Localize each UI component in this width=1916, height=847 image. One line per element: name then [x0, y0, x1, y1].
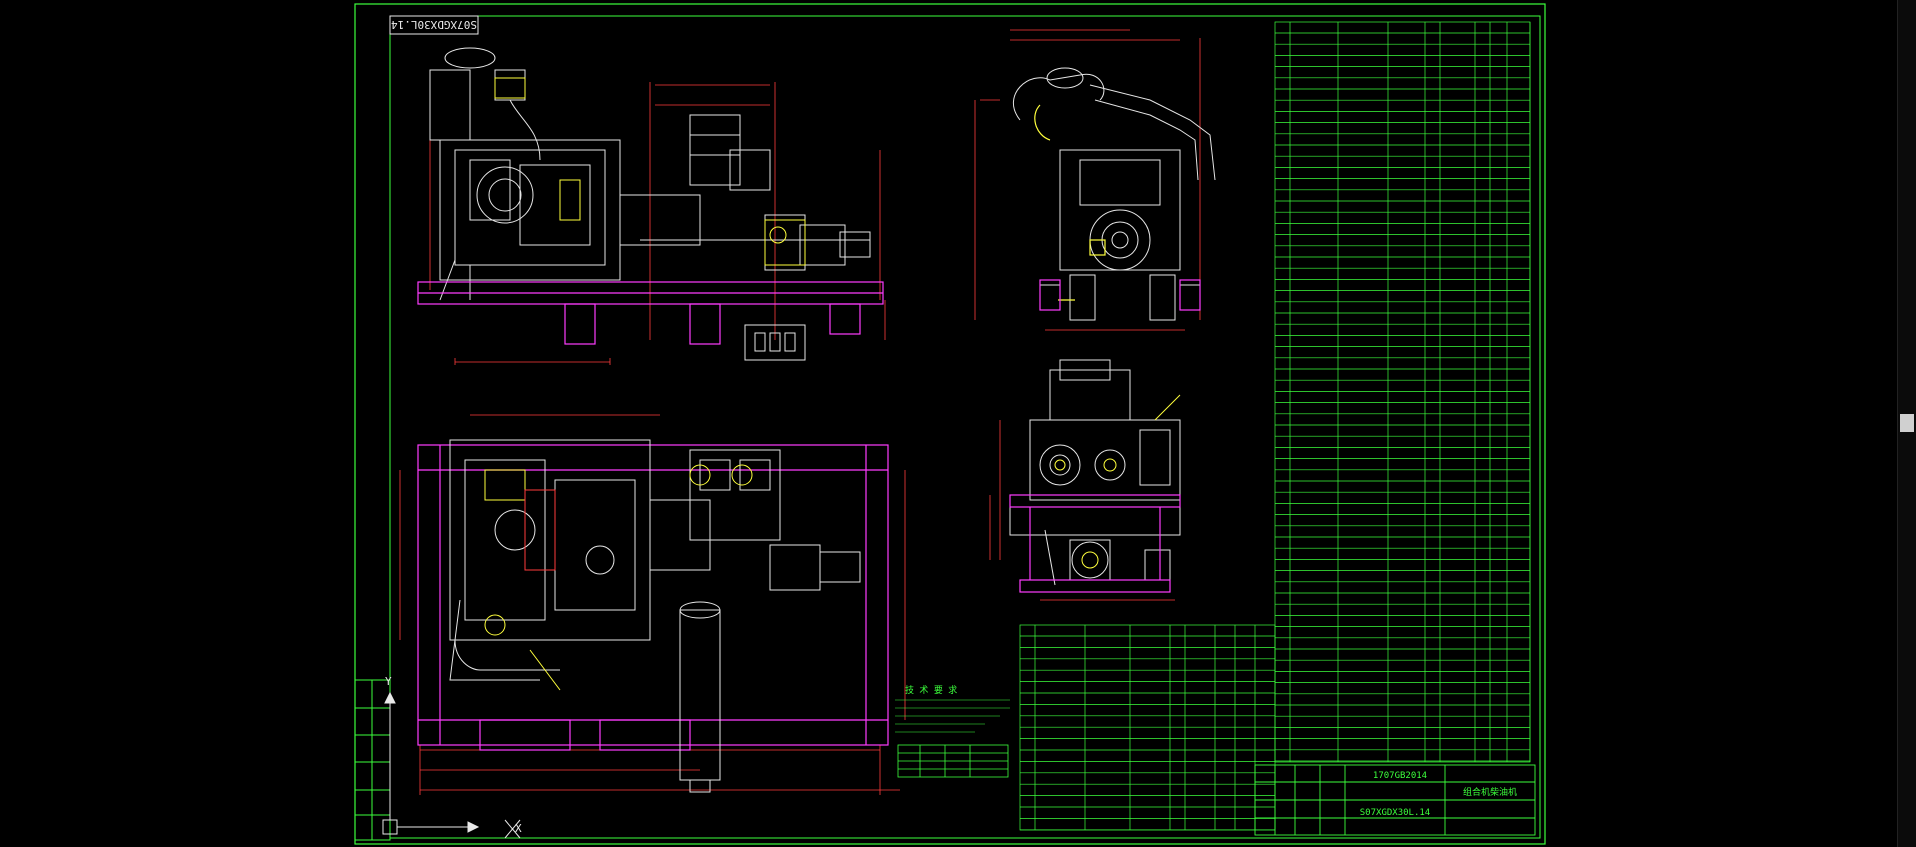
- ucs-x-label: X: [515, 822, 522, 835]
- top-left-number-box: S07XGDX30L.14: [389, 15, 479, 35]
- left-revision-table: [354, 679, 391, 841]
- title-block-drawing-code: 1707GB2014: [1373, 771, 1427, 781]
- title-block-name: 组合机柴油机: [1463, 786, 1517, 798]
- title-block-drawing-number: S07XGDX30L.14: [1360, 808, 1430, 818]
- side-view-engine: [974, 29, 1216, 331]
- bom-table-right: [1274, 21, 1531, 763]
- sheet-border-outer: [354, 3, 1546, 845]
- scrollbar-thumb[interactable]: [1900, 414, 1914, 432]
- sheet-border-inner: [389, 15, 1541, 839]
- vertical-scrollbar[interactable]: [1897, 0, 1916, 847]
- front-view-engine: [417, 47, 886, 365]
- top-left-drawing-number: S07XGDX30L.14: [391, 18, 477, 31]
- end-view-gearbox: [989, 359, 1181, 601]
- tech-notes: 技 术 要 求: [895, 684, 1010, 778]
- bom-table-middle: [1019, 624, 1276, 831]
- tech-notes-title: 技 术 要 求: [905, 684, 957, 696]
- title-block: 1707GB2014 组合机柴油机 S07XGDX30L.14: [1254, 764, 1536, 836]
- ucs-y-label: Y: [385, 675, 392, 688]
- ucs-icon: X Y: [382, 675, 522, 839]
- top-view-engine: [399, 414, 906, 795]
